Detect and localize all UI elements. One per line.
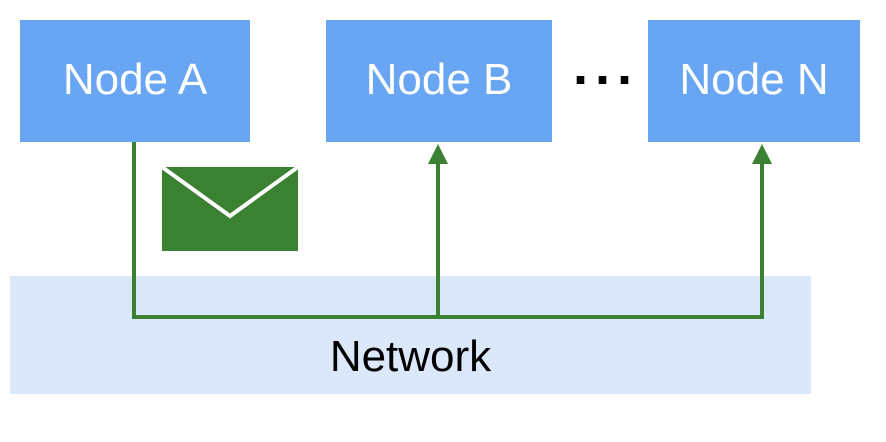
network-band: Network <box>10 276 811 394</box>
arrow-node-n <box>752 144 772 164</box>
node-a: Node A <box>20 20 250 142</box>
ellipsis: ··· <box>573 50 639 110</box>
arrow-node-b <box>428 144 448 164</box>
envelope-icon <box>160 165 300 251</box>
node-n: Node N <box>648 20 860 142</box>
node-b: Node B <box>326 20 552 142</box>
network-label: Network <box>329 332 492 381</box>
